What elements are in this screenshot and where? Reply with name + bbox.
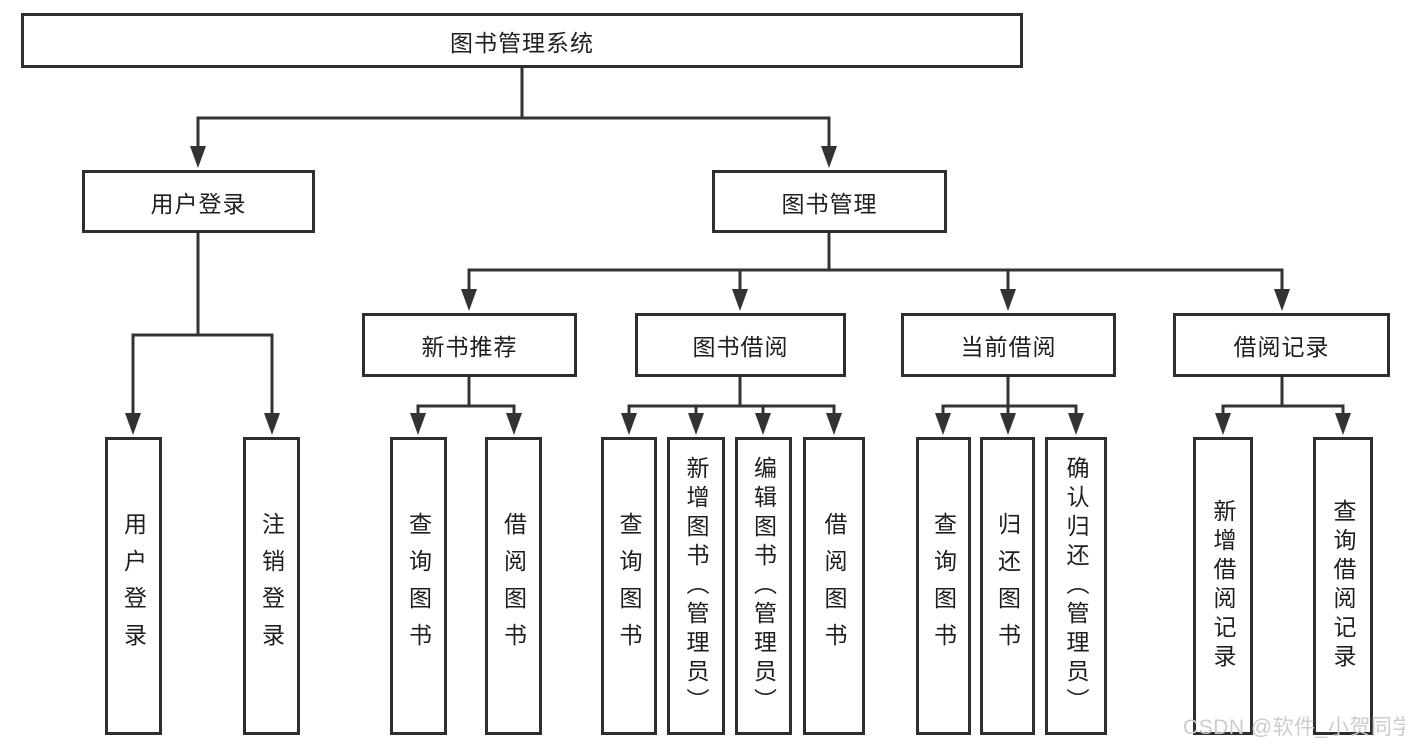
arrowhead-leaf-logout bbox=[264, 413, 280, 435]
node-user-login: 用户登录 bbox=[82, 170, 315, 233]
leaf-user-login: 用户登录 bbox=[105, 437, 162, 735]
arrowhead-current bbox=[1000, 289, 1016, 311]
leaf-bb-add-book-admin: 新增图书（管理员） bbox=[667, 437, 725, 735]
arrowhead-book-mgmt bbox=[821, 146, 837, 168]
leaf-logout-label: 注销登录 bbox=[258, 512, 285, 660]
arrowhead-br-leaf1 bbox=[1215, 413, 1231, 435]
arrowhead-borrow bbox=[732, 289, 748, 311]
arrowhead-cb-leaf1 bbox=[935, 413, 951, 435]
arrowhead-leaf-login bbox=[125, 413, 141, 435]
leaf-bb-borrow-book: 借阅图书 bbox=[803, 437, 865, 735]
leaf-br-query-record-label: 查询借阅记录 bbox=[1330, 499, 1356, 673]
node-new-book-recommend: 新书推荐 bbox=[362, 313, 577, 377]
arrowhead-newbook bbox=[461, 289, 477, 311]
node-new-book-recommend-label: 新书推荐 bbox=[421, 334, 518, 360]
node-root: 图书管理系统 bbox=[21, 13, 1023, 68]
leaf-bb-borrow-book-label: 借阅图书 bbox=[821, 512, 847, 660]
node-current-borrow: 当前借阅 bbox=[901, 313, 1116, 377]
leaf-cb-confirm-return-admin: 确认归还（管理员） bbox=[1045, 437, 1107, 735]
leaf-bb-edit-book-admin-label: 编辑图书（管理员） bbox=[750, 455, 777, 717]
leaf-cb-return-book-label: 归还图书 bbox=[994, 512, 1021, 660]
leaf-br-query-record: 查询借阅记录 bbox=[1313, 437, 1373, 735]
node-book-management: 图书管理 bbox=[712, 170, 947, 233]
leaf-nb-query-book: 查询图书 bbox=[390, 437, 447, 735]
node-borrow-records-label: 借阅记录 bbox=[1233, 334, 1330, 360]
arrowhead-cb-leaf3 bbox=[1068, 413, 1084, 435]
node-book-management-label: 图书管理 bbox=[781, 190, 878, 217]
node-current-borrow-label: 当前借阅 bbox=[960, 334, 1057, 360]
node-book-borrow: 图书借阅 bbox=[635, 313, 846, 377]
arrowhead-records bbox=[1274, 289, 1290, 311]
leaf-bb-query-book-label: 查询图书 bbox=[616, 512, 642, 660]
leaf-cb-query-book-label: 查询图书 bbox=[930, 512, 957, 660]
leaf-bb-add-book-admin-label: 新增图书（管理员） bbox=[683, 455, 709, 717]
leaf-cb-return-book: 归还图书 bbox=[980, 437, 1035, 735]
leaf-br-add-record-label: 新增借阅记录 bbox=[1210, 499, 1236, 673]
arrowhead-bb-leaf1 bbox=[621, 413, 637, 435]
arrowhead-bb-leaf3 bbox=[755, 413, 771, 435]
arrowhead-user-login bbox=[190, 146, 206, 168]
node-root-label: 图书管理系统 bbox=[450, 29, 594, 56]
leaf-nb-borrow-book: 借阅图书 bbox=[485, 437, 542, 735]
leaf-cb-query-book: 查询图书 bbox=[916, 437, 971, 735]
arrowhead-nb-leaf2 bbox=[506, 413, 522, 435]
leaf-nb-query-book-label: 查询图书 bbox=[405, 512, 432, 660]
arrowhead-br-leaf2 bbox=[1335, 413, 1351, 435]
node-user-login-label: 用户登录 bbox=[150, 190, 247, 217]
watermark: CSDN @软件_小贺同学 bbox=[1183, 716, 1405, 739]
leaf-cb-confirm-return-admin-label: 确认归还（管理员） bbox=[1063, 455, 1089, 717]
leaf-logout: 注销登录 bbox=[243, 437, 300, 735]
arrowhead-nb-leaf1 bbox=[410, 413, 426, 435]
node-borrow-records: 借阅记录 bbox=[1173, 313, 1390, 377]
arrowhead-bb-leaf4 bbox=[826, 413, 842, 435]
node-book-borrow-label: 图书借阅 bbox=[692, 334, 789, 360]
leaf-user-login-label: 用户登录 bbox=[120, 512, 147, 660]
leaf-bb-edit-book-admin: 编辑图书（管理员） bbox=[735, 437, 792, 735]
leaf-br-add-record: 新增借阅记录 bbox=[1193, 437, 1253, 735]
leaf-bb-query-book: 查询图书 bbox=[601, 437, 657, 735]
arrowhead-cb-leaf2 bbox=[1000, 413, 1016, 435]
leaf-nb-borrow-book-label: 借阅图书 bbox=[500, 512, 527, 660]
arrowhead-bb-leaf2 bbox=[688, 413, 704, 435]
